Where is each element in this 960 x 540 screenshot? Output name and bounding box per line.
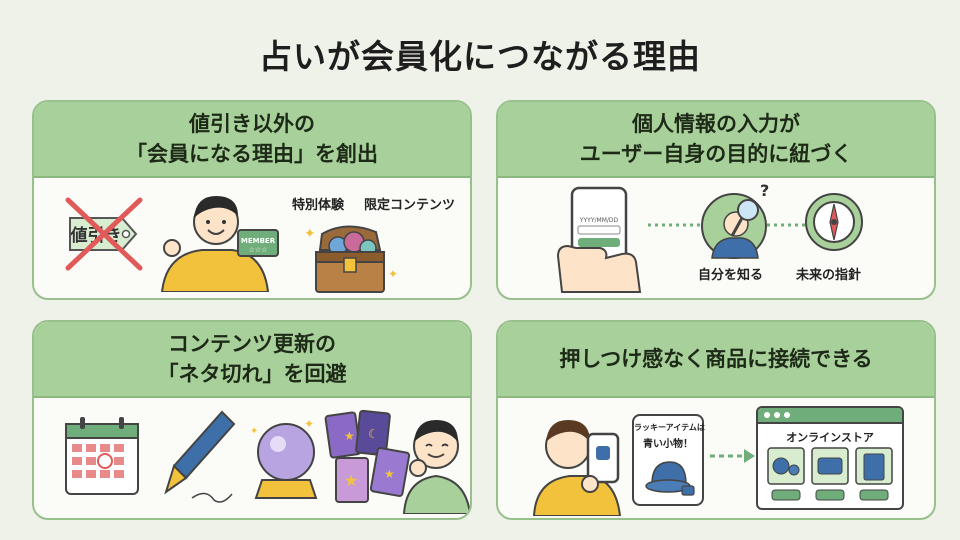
calendar-icon <box>65 417 139 495</box>
thinking-person-icon <box>402 420 470 514</box>
smartphone-input-icon: YYYY/MM/DD <box>556 186 642 293</box>
svg-text:✦: ✦ <box>304 417 314 431</box>
card-heading-line1: 個人情報の入力が <box>632 112 800 136</box>
card-non-discount-reason: 値引き以外の 「会員になる理由」を創出 値引き MEMBER ☆☆☆ 特別体験 … <box>32 100 472 300</box>
bubble-line1: ラッキーアイテムは <box>634 423 705 432</box>
card-product-connection: 押しつけ感なく商品に接続できる ラッキーアイテムは 青い小物！ <box>496 320 936 520</box>
svg-text:☾: ☾ <box>368 427 379 441</box>
date-input-placeholder: YYYY/MM/DD <box>579 217 619 224</box>
card-heading-line1: コンテンツ更新の <box>168 332 336 356</box>
blue-hat-icon <box>645 461 695 496</box>
label-limited-content: 限定コンテンツ <box>364 198 456 213</box>
card-illustration-area: ✦ ✦ ★ ☾ ★ ★ <box>34 400 470 518</box>
fountain-pen-icon <box>164 410 236 503</box>
self-discovery-icon: ? <box>701 184 769 259</box>
card-heading-line1: 押しつけ感なく商品に接続できる <box>559 347 873 371</box>
card-heading: 値引き以外の 「会員になる理由」を創出 <box>34 102 470 178</box>
card-heading: 個人情報の入力が ユーザー自身の目的に紐づく <box>498 102 934 178</box>
crossed-discount-tag-icon: 値引き <box>65 197 143 271</box>
card-heading: コンテンツ更新の 「ネタ切れ」を回避 <box>34 322 470 398</box>
card-heading-line1: 値引き以外の <box>189 112 315 136</box>
tarot-cards-icon: ★ ☾ ★ ★ <box>324 409 411 503</box>
dashed-arrow-right-icon <box>710 449 755 463</box>
card-illustration-area: ラッキーアイテムは 青い小物！ オンラインストア <box>498 400 934 518</box>
card-heading-line2: 「ネタ切れ」を回避 <box>157 362 347 386</box>
crystal-ball-icon: ✦ ✦ <box>250 417 318 499</box>
card-heading: 押しつけ感なく商品に接続できる <box>498 322 934 398</box>
store-window-titlebar <box>758 408 902 424</box>
member-card-text: MEMBER <box>241 237 276 245</box>
compass-icon <box>805 193 863 251</box>
happy-member-person-icon: MEMBER ☆☆☆ <box>160 196 279 292</box>
card-illustration-area: YYYY/MM/DD ? 自分を知る 未来の指針 <box>498 180 934 298</box>
online-store-window: オンラインストア <box>756 406 904 510</box>
svg-text:✦: ✦ <box>304 226 316 242</box>
dotted-connector-line <box>648 223 828 227</box>
svg-text:?: ? <box>760 184 769 200</box>
label-know-self: 自分を知る <box>698 268 764 283</box>
svg-text:★: ★ <box>344 471 358 490</box>
label-future-guide: 未来の指針 <box>796 268 862 283</box>
card-personal-info-purpose: 個人情報の入力が ユーザー自身の目的に紐づく YYYY/MM/DD ? <box>496 100 936 300</box>
svg-text:★: ★ <box>344 429 355 443</box>
svg-text:✦: ✦ <box>388 267 398 281</box>
card-heading-line2: 「会員になる理由」を創出 <box>126 142 378 166</box>
person-with-phone-icon <box>532 420 622 516</box>
store-products-grid <box>767 447 893 501</box>
label-special-experience: 特別体験 <box>292 198 345 213</box>
card-heading-line2: ユーザー自身の目的に紐づく <box>579 142 853 166</box>
bubble-line2: 青い小物！ <box>643 439 693 450</box>
svg-text:☆☆☆: ☆☆☆ <box>249 246 268 254</box>
treasure-chest-icon: ✦ ✦ <box>304 225 398 293</box>
svg-text:★: ★ <box>384 467 395 481</box>
card-content-update: コンテンツ更新の 「ネタ切れ」を回避 ✦ <box>32 320 472 520</box>
lucky-item-speech-bubble: ラッキーアイテムは 青い小物！ <box>632 414 705 506</box>
store-title: オンラインストア <box>786 431 874 444</box>
card-illustration-area: 値引き MEMBER ☆☆☆ 特別体験 限定コンテンツ <box>34 180 470 298</box>
page-title: 占いが会員化につながる理由 <box>259 37 701 76</box>
svg-text:✦: ✦ <box>250 426 258 437</box>
